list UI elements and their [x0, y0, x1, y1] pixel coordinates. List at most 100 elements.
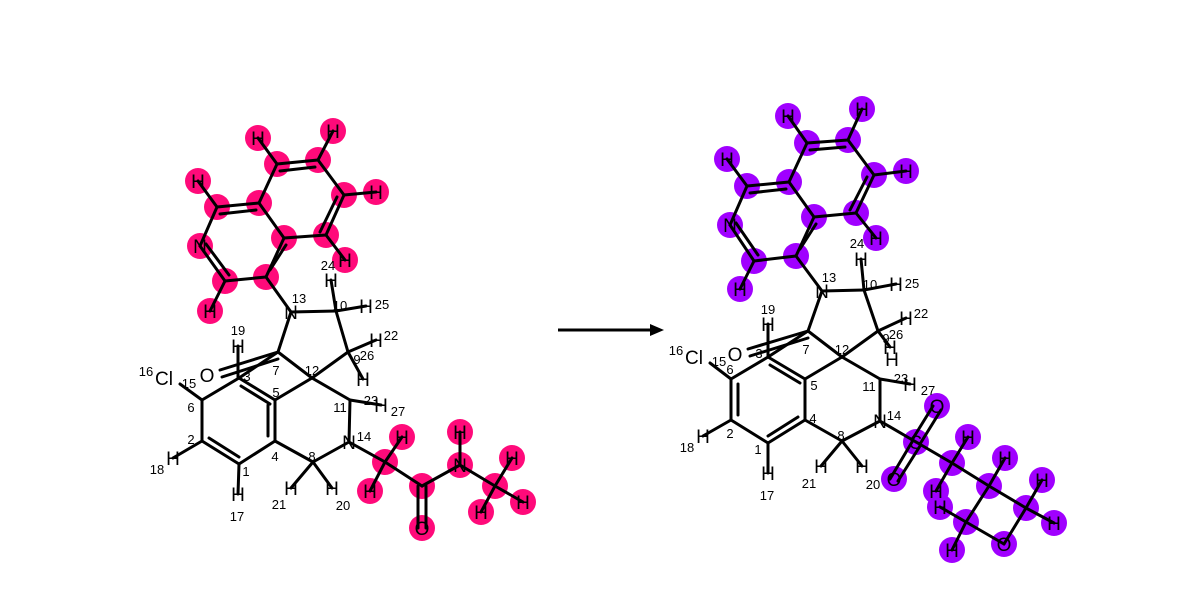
product-atom-h: H — [889, 275, 903, 296]
reactant-atom-h: H — [474, 503, 488, 524]
reactant-atom-h: H — [374, 396, 388, 417]
product-atom-h: H — [929, 482, 943, 503]
product-atom-number: 1 — [754, 442, 761, 457]
product-atom-n: N — [723, 216, 737, 237]
product-atom-h: H — [899, 309, 913, 330]
reactant-atom-h: H — [203, 302, 217, 323]
product-atom-number: 6 — [726, 362, 733, 377]
reactant-atom-h: H — [325, 479, 339, 500]
reactant-atom-number: 8 — [308, 449, 315, 464]
reactant-atom-number: 21 — [272, 497, 286, 512]
product-atom-n: N — [873, 412, 887, 433]
product-bonds — [701, 107, 1056, 552]
product-atom-number: 9 — [882, 331, 889, 346]
product-atom-o: O — [728, 345, 743, 366]
reactant-atom-h: H — [516, 493, 530, 514]
reactant-atom-number: 6 — [187, 400, 194, 415]
product-atom-h: H — [854, 250, 868, 271]
product-atom-number: 16 — [669, 343, 683, 358]
reactant-atom-number: 14 — [357, 429, 371, 444]
reactant-atom-h: H — [369, 331, 383, 352]
reactant-atom-n: N — [284, 303, 298, 324]
reactant-atom-h: H — [369, 183, 383, 204]
product-atom-n: N — [815, 282, 829, 303]
product-atom-number: 3 — [755, 346, 762, 361]
reactant-atom-h: H — [166, 449, 180, 470]
product-atom-number: 19 — [761, 302, 775, 317]
product-atom-h: H — [814, 457, 828, 478]
product-atom-number: 12 — [835, 342, 849, 357]
reactant-atom-number: 17 — [230, 509, 244, 524]
product-atom-h: H — [761, 464, 775, 485]
product-atom-number: 17 — [760, 488, 774, 503]
product-atom-h: H — [933, 498, 947, 519]
reactant-atom-h: H — [359, 297, 373, 318]
product-atom-number: 22 — [914, 306, 928, 321]
reactant-atom-number: 20 — [336, 498, 350, 513]
reactant-atom-o: O — [415, 519, 430, 540]
reactant-atom-number: 18 — [150, 462, 164, 477]
reactant-atom-n: N — [342, 433, 356, 454]
reactant-atom-h: H — [231, 485, 245, 506]
reactant-atom-number: 22 — [384, 328, 398, 343]
reactant-bonds — [171, 129, 525, 530]
reactant-atom-h: H — [363, 482, 377, 503]
product-atom-number: 15 — [712, 354, 726, 369]
reactant-atom-number: 11 — [333, 400, 347, 415]
product-atom-h: H — [720, 150, 734, 171]
product-atom-h: H — [869, 229, 883, 250]
reactant-atom-h: H — [395, 428, 409, 449]
product-atom-h: H — [945, 541, 959, 562]
reactant-atom-h: H — [453, 423, 467, 444]
reactant-atom-h: H — [191, 172, 205, 193]
product-atom-h: H — [1035, 471, 1049, 492]
product-atom-h: H — [885, 350, 899, 371]
product-atom-h: H — [781, 107, 795, 128]
product-atom-h: H — [883, 338, 897, 359]
reactant-atom-h: H — [505, 449, 519, 470]
product-atom-number: 18 — [680, 440, 694, 455]
product-atom-h: H — [733, 280, 747, 301]
product-atom-o: O — [887, 470, 902, 491]
reactant-atom-h: H — [338, 251, 352, 272]
product-atom-h: H — [1047, 514, 1061, 535]
product-atom-h: H — [903, 375, 917, 396]
product-atom-h: H — [961, 428, 975, 449]
reactant-atom-n: N — [453, 456, 467, 477]
product-atom-s: S — [910, 433, 923, 454]
reactant-atom-number: 19 — [231, 323, 245, 338]
reactant-atom-number: 9 — [353, 352, 360, 367]
product-atom-number: 13 — [822, 270, 836, 285]
reactant-atom-h: H — [324, 271, 338, 292]
product-atom-number: 23 — [894, 371, 908, 386]
reactant-atom-h: H — [251, 129, 265, 150]
product-atom-number: 2 — [726, 426, 733, 441]
reactant-atom-number: 16 — [139, 364, 153, 379]
product-atom-number: 24 — [850, 236, 864, 251]
reactant-atom-h: H — [326, 122, 340, 143]
reactant-atom-h: H — [231, 337, 245, 358]
reactant-atom-number: 2 — [187, 432, 194, 447]
reactant-atom-number: 12 — [305, 363, 319, 378]
reactant-atom-n: N — [193, 237, 207, 258]
product-atom-o: O — [930, 397, 945, 418]
product-atom-number: 14 — [887, 408, 901, 423]
reaction-arrow — [558, 324, 664, 336]
reactant-atom-h: H — [284, 479, 298, 500]
reactant-atom-cl: Cl — [155, 369, 173, 390]
reactant-atom-number: 25 — [375, 297, 389, 312]
reactant-atom-number: 7 — [272, 363, 279, 378]
reactant-atom-number: 4 — [271, 449, 278, 464]
product-atom-number: 11 — [862, 379, 876, 394]
reactant-atom-number: 26 — [360, 348, 374, 363]
reactant-atom-number: 15 — [182, 376, 196, 391]
product-atom-number: 7 — [802, 342, 809, 357]
reactant-atom-number: 27 — [391, 404, 405, 419]
product-atom-h: H — [855, 457, 869, 478]
reactant-atom-number: 3 — [243, 369, 250, 384]
product-atom-h: H — [761, 315, 775, 336]
product-atom-h: H — [899, 162, 913, 183]
product-atom-number: 27 — [921, 383, 935, 398]
product-atom-h: H — [855, 100, 869, 121]
